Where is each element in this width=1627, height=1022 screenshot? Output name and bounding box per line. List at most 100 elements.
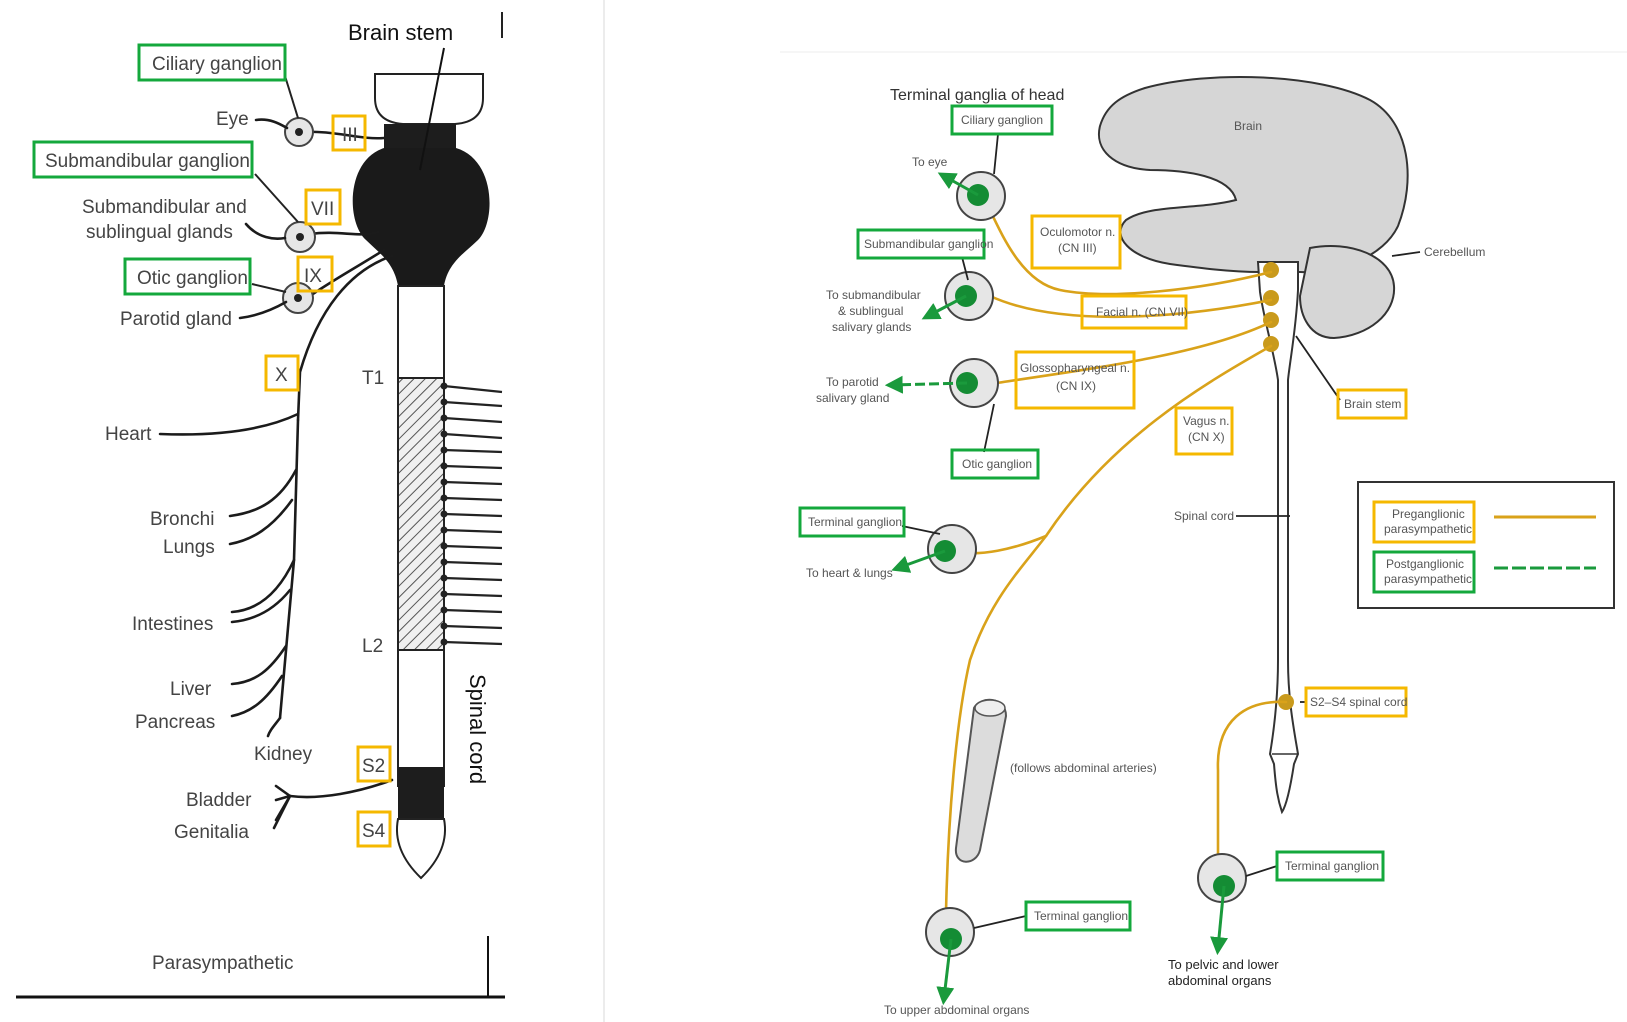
oculomotor-label-1: Oculomotor n.	[1040, 225, 1115, 239]
otic-ganglion-label-right: Otic ganglion	[962, 457, 1032, 471]
sacral-segment	[398, 767, 444, 819]
to-eye-label: To eye	[912, 155, 948, 169]
parasympathetic-label: Parasympathetic	[152, 953, 294, 974]
s2-label: S2	[362, 756, 385, 777]
to-pelvic-label-1: To pelvic and lower	[1168, 957, 1279, 972]
terminal-ganglion-heart-right	[891, 524, 977, 574]
glossopharyngeal-fiber	[988, 320, 1273, 386]
vagus-trunk	[296, 254, 394, 422]
legend-post-label-2: parasympathetic	[1384, 572, 1472, 586]
right-panel: Terminal ganglia of head Ciliary ganglio…	[780, 51, 1627, 1017]
terminal-ganglion-pelvic-box	[1275, 850, 1385, 882]
submandibular-glands-label-1: Submandibular and	[82, 197, 247, 218]
bronchi-label: Bronchi	[150, 509, 214, 530]
cn-vii-nerve	[308, 230, 380, 236]
glossopharyngeal-box	[1014, 350, 1136, 410]
sacral-fiber	[1216, 700, 1288, 868]
s2-s4-box	[1304, 686, 1408, 718]
follows-arteries-label: (follows abdominal arteries)	[1010, 761, 1157, 775]
to-parotid-label-1: To parotid	[826, 375, 879, 389]
terminal-ganglion-pelvic-label: Terminal ganglion	[1285, 859, 1379, 873]
terminal-ganglion-heart-box	[798, 506, 906, 538]
spinal-cord-label: Spinal cord	[465, 674, 490, 784]
cerebellum-shape	[1298, 244, 1396, 340]
to-upper-abdominal-label: To upper abdominal organs	[884, 1003, 1029, 1017]
terminal-ganglion-abdominal-label: Terminal ganglion	[1034, 909, 1128, 923]
heart-label: Heart	[105, 424, 152, 445]
submandibular-ganglion-box-right	[856, 228, 986, 260]
bladder-label: Bladder	[186, 790, 252, 811]
liver-label: Liver	[170, 679, 212, 700]
legend: Preganglionic parasympathetic Postgangli…	[1357, 481, 1615, 609]
to-pelvic-label-2: abdominal organs	[1168, 973, 1272, 988]
kidney-label: Kidney	[254, 744, 313, 765]
otic-ganglion-box-right	[950, 448, 1040, 480]
s4-label: S4	[362, 821, 386, 842]
otic-ganglion-label: Otic ganglion	[137, 268, 248, 289]
glossopharyngeal-label-2: (CN IX)	[1056, 379, 1096, 393]
vagus-fiber	[944, 344, 1273, 914]
eye-label: Eye	[216, 109, 249, 130]
brain-stem-box-right	[1336, 388, 1408, 420]
cn-ix-label: IX	[304, 266, 322, 287]
vagus-box	[1174, 406, 1234, 456]
glossopharyngeal-label-1: Glossopharyngeal n.	[1020, 361, 1130, 375]
legend-post-box	[1372, 550, 1476, 594]
brainstem-upper	[384, 124, 456, 152]
terminal-ganglion-abdominal-box	[1024, 900, 1132, 932]
submandibular-glands-label-2: sublingual glands	[86, 222, 233, 243]
intestines-label: Intestines	[132, 614, 213, 635]
brain-stem-label: Brain stem	[348, 20, 453, 45]
spinal-cord-column	[352, 73, 503, 880]
cn-x-label: X	[275, 365, 288, 386]
spinal-cord-label-right: Spinal cord	[1174, 509, 1234, 523]
terminal-ganglia-head-label: Terminal ganglia of head	[890, 87, 1064, 104]
submandibular-ganglion-label: Submandibular ganglion	[45, 151, 250, 172]
brainstem-bulb	[352, 148, 490, 286]
cn-x-box	[264, 354, 300, 392]
cn-iii-label: III	[342, 125, 358, 146]
brain-stem-label-right: Brain stem	[1344, 397, 1401, 411]
lungs-label: Lungs	[163, 537, 215, 558]
pancreas-label: Pancreas	[135, 712, 215, 733]
oculomotor-fiber	[984, 200, 1273, 296]
facial-box	[1080, 294, 1188, 330]
t1-label: T1	[362, 368, 384, 389]
cn-iii-box	[331, 114, 367, 152]
legend-pre-box	[1372, 500, 1476, 544]
otic-ganglion-right	[884, 358, 999, 408]
ciliary-ganglion-label-right: Ciliary ganglion	[961, 113, 1043, 127]
oculomotor-label-2: (CN III)	[1058, 241, 1097, 255]
oculomotor-box	[1030, 214, 1122, 270]
vagus-label-1: Vagus n.	[1183, 414, 1229, 428]
abdominal-artery-shape	[954, 698, 1008, 863]
otic-ganglion-box	[123, 257, 252, 296]
parotid-gland-label: Parotid gland	[120, 309, 232, 330]
terminal-ganglion-abdominal-right	[925, 907, 975, 1006]
to-parotid-label-2: salivary gland	[816, 391, 889, 405]
brain-stem-pointer	[419, 47, 445, 171]
terminal-ganglion-heart-label: Terminal ganglion	[808, 515, 902, 529]
s4-box	[356, 810, 392, 848]
terminal-ganglion-pelvic-right	[1197, 853, 1247, 956]
brain-label: Brain	[1234, 119, 1262, 133]
l2-label: L2	[362, 636, 383, 657]
thoracolumbar-segment	[397, 377, 445, 651]
cn-vii-box	[304, 188, 342, 226]
facial-label: Facial n. (CN VII)	[1096, 305, 1188, 319]
s2-s4-label: S2–S4 spinal cord	[1310, 695, 1407, 709]
to-heart-lungs-label: To heart & lungs	[806, 566, 893, 580]
legend-pre-label-2: parasympathetic	[1384, 522, 1472, 536]
legend-pre-label-1: Preganglionic	[1392, 507, 1465, 521]
to-submandibular-label-2: & sublingual	[838, 304, 903, 318]
cn-vii-label: VII	[311, 199, 334, 220]
to-submandibular-label-1: To submandibular	[826, 288, 921, 302]
s2-box	[356, 745, 392, 783]
submandibular-ganglion-box	[32, 140, 254, 179]
ciliary-ganglion-label: Ciliary ganglion	[152, 54, 282, 75]
brain-shape	[1097, 76, 1409, 274]
submandibular-ganglion-label-right: Submandibular ganglion	[864, 237, 993, 251]
legend-post-label-1: Postganglionic	[1386, 557, 1464, 571]
vagus-label-2: (CN X)	[1188, 430, 1225, 444]
